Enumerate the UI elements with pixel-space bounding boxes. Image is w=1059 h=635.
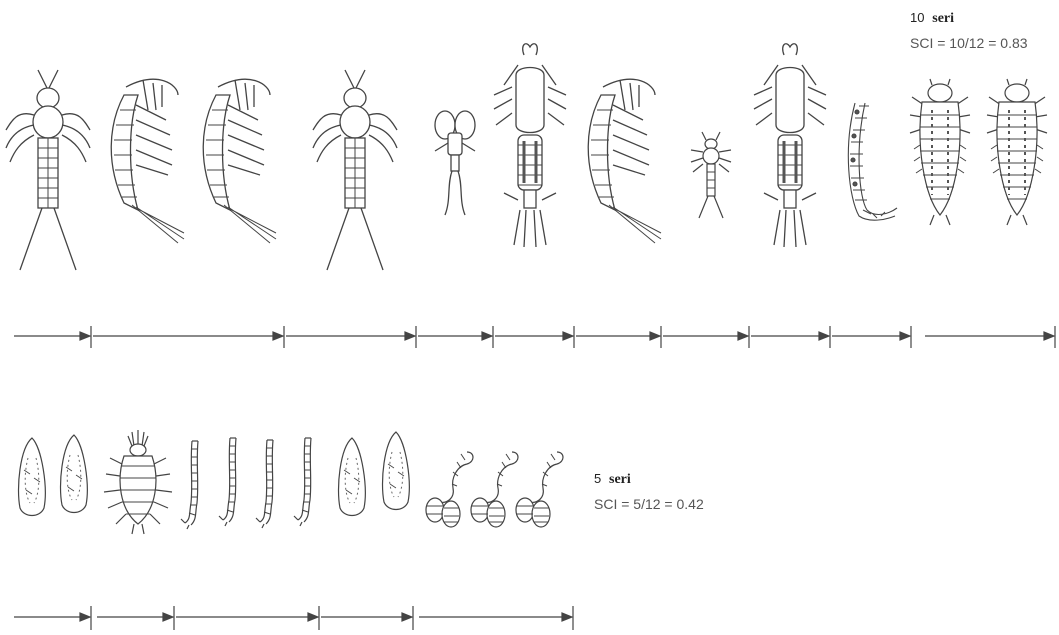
top-run-arrow — [751, 326, 830, 348]
bottom-organism-coiled-worm-1 — [426, 452, 473, 527]
bottom-organism-leech-3 — [339, 438, 366, 516]
top-run-arrow — [418, 326, 493, 348]
top-run-arrow — [93, 326, 284, 348]
top-organism-amphipod-3 — [588, 79, 661, 243]
top-organism-small-mayfly — [691, 132, 731, 218]
bottom-run-arrow — [14, 606, 91, 630]
top-organism-shrimp-1 — [494, 44, 566, 247]
bottom-organism-spiny-larva — [104, 430, 172, 534]
bottom-organism-coiled-worm-3 — [516, 452, 563, 527]
top-run-arrow — [14, 326, 91, 348]
bottom-organism-midge-larva-2 — [219, 438, 236, 526]
bottom-organism-coiled-worm-2 — [471, 452, 518, 527]
bottom-organism-midge-larva-1 — [181, 441, 198, 529]
bottom-run-arrow — [176, 606, 319, 630]
top-series-label: 10 seri — [910, 8, 954, 28]
bottom-run-arrows — [14, 606, 573, 630]
bottom-organism-row — [19, 430, 564, 534]
bottom-organism-midge-larva-3 — [256, 440, 273, 528]
top-run-arrow — [576, 326, 661, 348]
top-organism-amphipod-2 — [203, 79, 276, 243]
top-organism-worm-cluster — [848, 103, 897, 220]
bottom-organism-leech-1 — [19, 438, 46, 516]
bottom-series-word: seri — [609, 472, 631, 487]
bottom-run-arrow — [97, 606, 174, 630]
top-organism-beetle-larva-1 — [910, 79, 970, 225]
bottom-organism-leech-4 — [383, 432, 410, 510]
bottom-series-label: 5 seri — [594, 469, 631, 489]
top-run-arrow — [663, 326, 749, 348]
top-series-count: 10 — [910, 10, 924, 25]
top-run-arrow — [495, 326, 574, 348]
top-organism-mayfly-1 — [6, 70, 90, 270]
top-series-word: seri — [932, 11, 954, 26]
top-organism-water-mite — [435, 111, 475, 215]
top-sci-value: SCI = 10/12 = 0.83 — [910, 34, 1028, 52]
top-organism-shrimp-2 — [754, 44, 826, 247]
top-organism-beetle-larva-2 — [987, 79, 1047, 225]
top-run-arrows — [14, 326, 1055, 348]
bottom-organism-leech-2 — [61, 435, 88, 513]
top-organism-amphipod-1 — [111, 79, 184, 243]
bottom-series-count: 5 — [594, 471, 601, 486]
bottom-sci-value: SCI = 5/12 = 0.42 — [594, 495, 704, 513]
top-organism-row — [6, 44, 1047, 270]
bottom-run-arrow — [321, 606, 413, 630]
top-run-arrow — [832, 326, 911, 348]
bottom-organism-midge-larva-4 — [294, 438, 311, 526]
top-run-arrow — [286, 326, 416, 348]
top-run-arrow — [925, 326, 1055, 348]
top-organism-mayfly-2 — [313, 70, 397, 270]
bottom-run-arrow — [419, 606, 573, 630]
